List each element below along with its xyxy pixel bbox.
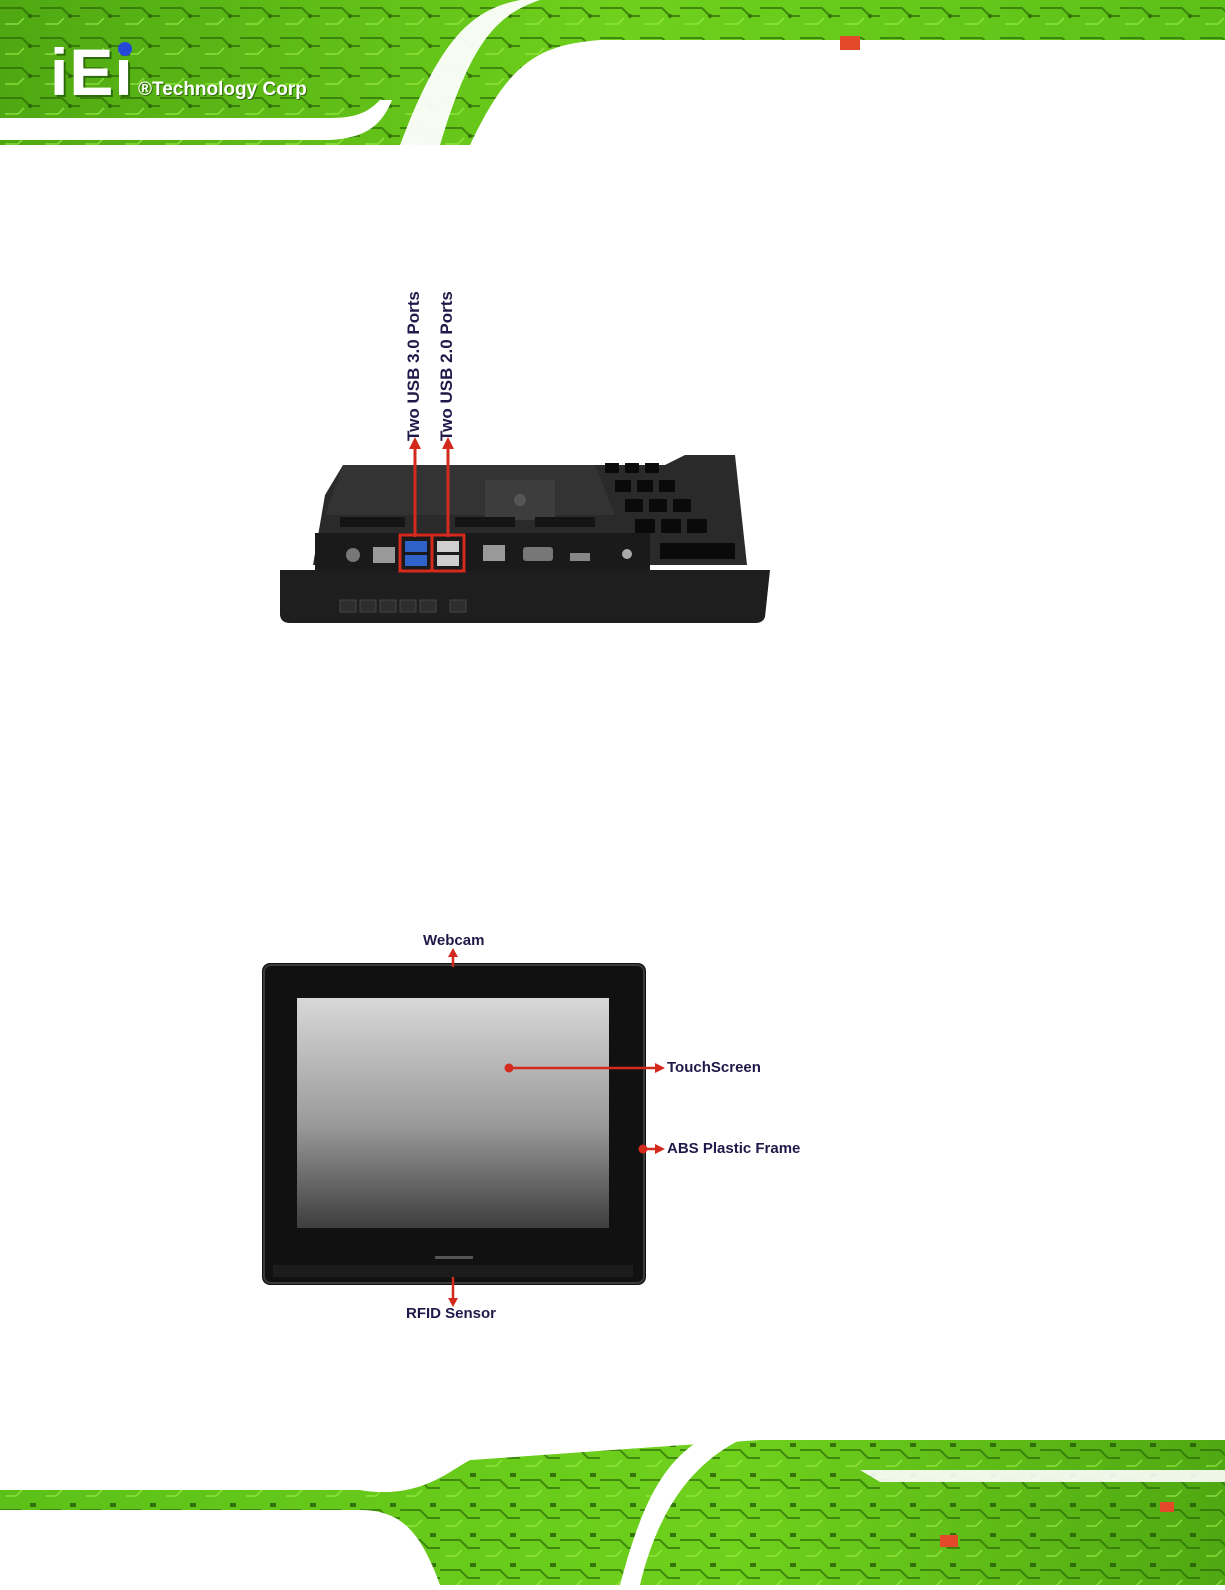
- usb2-callout-label: Two USB 2.0 Ports: [437, 291, 457, 441]
- usb-callout-arrows: [265, 265, 785, 540]
- figure-front-view: Webcam TouchScreen ABS Plastic Frame RFI…: [255, 935, 825, 1335]
- figure-rear-view: Two USB 3.0 Ports Two USB 2.0 Ports: [265, 265, 785, 640]
- webcam-callout-label: Webcam: [423, 932, 484, 949]
- rfid-callout-label: RFID Sensor: [406, 1305, 496, 1322]
- logo-dot-icon: [118, 42, 132, 56]
- usb3-callout-label: Two USB 3.0 Ports: [404, 291, 424, 441]
- footer-banner: [0, 1440, 1225, 1585]
- company-logo: iEi ®Technology Corp: [50, 40, 380, 110]
- touchscreen-callout-label: TouchScreen: [667, 1059, 761, 1076]
- front-panel-photo: [255, 935, 825, 1335]
- circuit-board-footer-graphic: [0, 1440, 1225, 1585]
- frame-callout-label: ABS Plastic Frame: [667, 1140, 800, 1157]
- logo-tagline: ®Technology Corp: [138, 79, 307, 101]
